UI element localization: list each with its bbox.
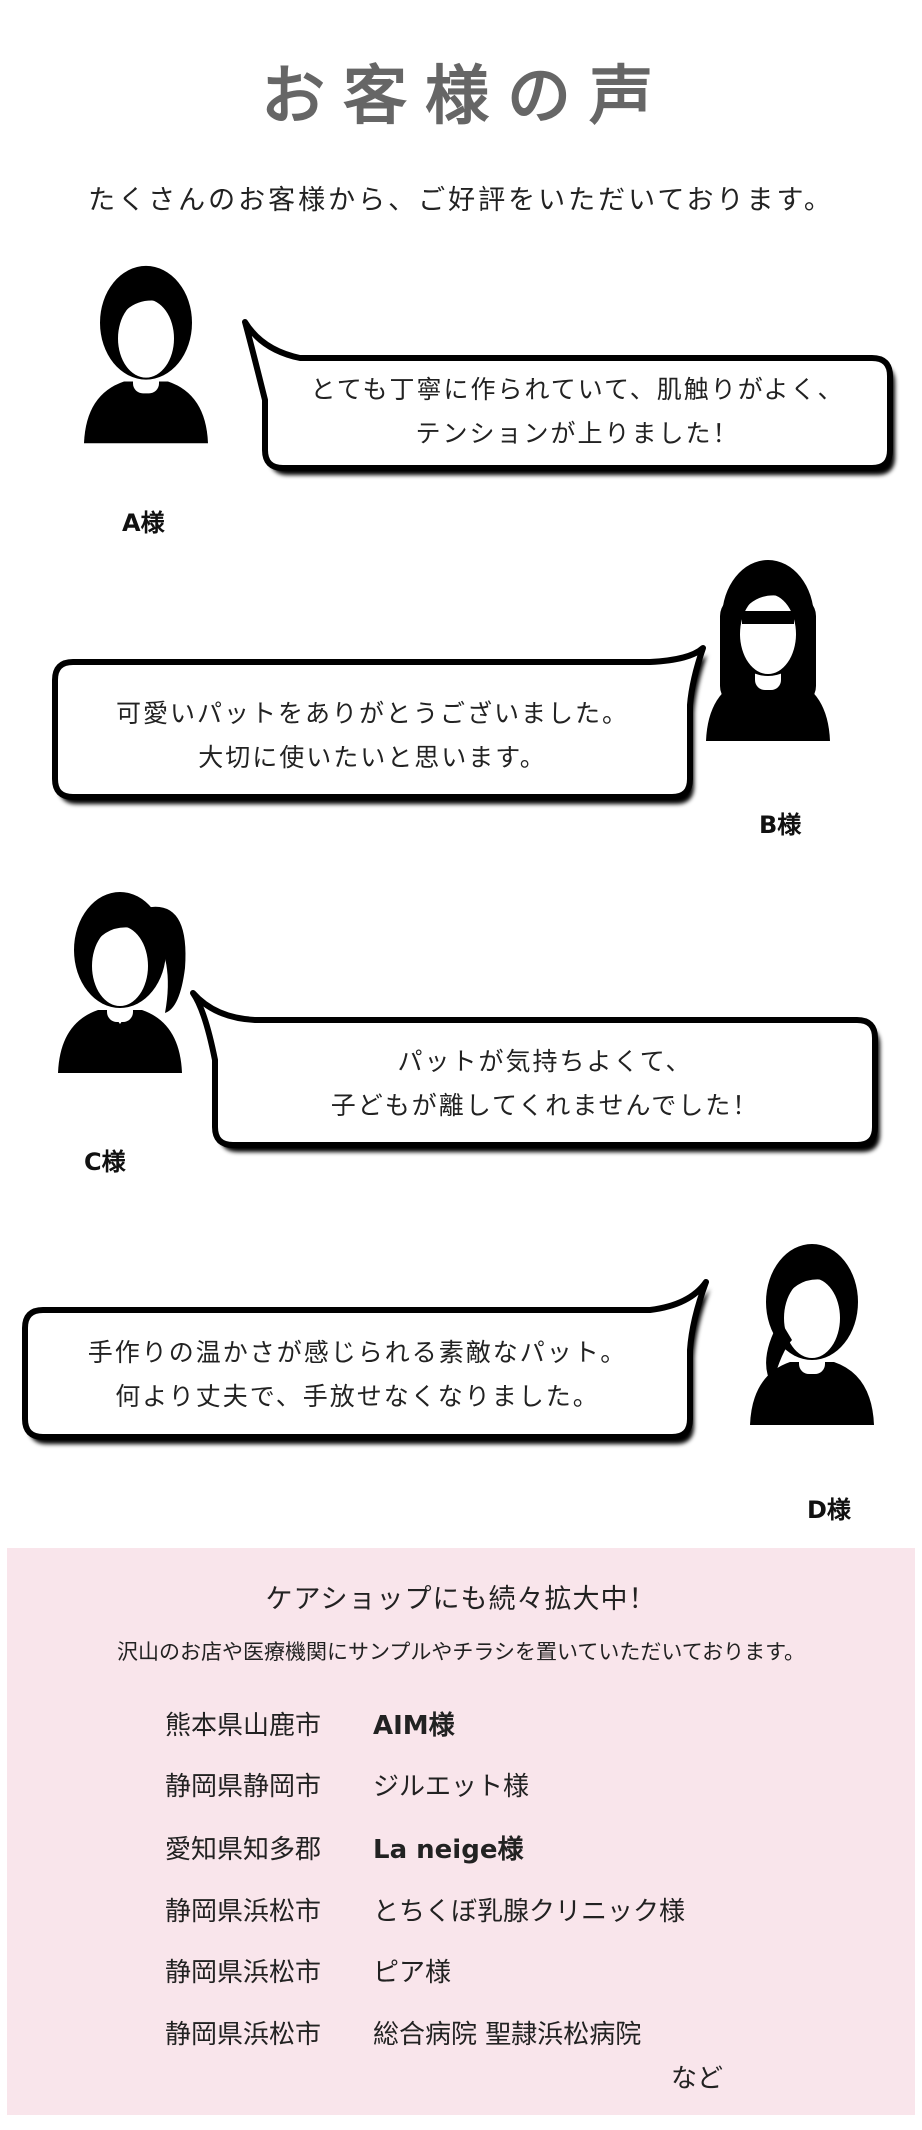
testimonial-d-text: 手作りの温かさが感じられる素敵なパット。 何より丈夫で、手放せなくなりました。 (25, 1331, 690, 1419)
shop-list-etc: など (671, 2064, 724, 2094)
shop-name: ピア様 (373, 1958, 452, 1988)
avatar-a-icon (84, 265, 208, 444)
testimonial-a-line-1: とても丁寧に作られていて、肌触りがよく、 (310, 375, 845, 404)
testimonial-c-line-2: 子どもが離してくれませんでした！ (330, 1091, 760, 1120)
testimonial-b-line-2: 大切に使いたいと思います。 (198, 743, 547, 772)
testimonial-d-line-2: 何より丈夫で、手放せなくなりました。 (115, 1382, 600, 1411)
testimonial-a-text: とても丁寧に作られていて、肌触りがよく、 テンションが上りました！ (265, 368, 890, 456)
speech-bubble-d (22, 1279, 710, 1444)
speech-bubble-b (52, 645, 707, 804)
shop-name: AIM様 (373, 1711, 455, 1741)
shop-area: 静岡県静岡市 (165, 1772, 322, 1802)
shop-name: 総合病院 聖隷浜松病院 (373, 2020, 642, 2050)
care-shop-section (7, 1548, 915, 2115)
speech-bubble-a (242, 319, 895, 475)
avatar-b-icon (706, 560, 830, 741)
testimonial-c-text: パットが気持ちよくて、 子どもが離してくれませんでした！ (215, 1040, 875, 1128)
shop-row: 静岡県浜松市 ピア様 (165, 1952, 451, 1989)
shop-area: 愛知県知多郡 (165, 1835, 322, 1865)
testimonial-d-line-1: 手作りの温かさが感じられる素敵なパット。 (87, 1338, 628, 1367)
avatar-c-icon (58, 892, 186, 1073)
shop-row: 熊本県山鹿市 AIM様 (165, 1705, 455, 1742)
customer-d-name: D様 (807, 1496, 851, 1524)
shop-area: 静岡県浜松市 (165, 1897, 322, 1927)
care-shop-description: 沢山のお店や医療機関にサンプルやチラシを置いていただいております。 (117, 1640, 805, 1664)
shop-row: 静岡県浜松市 とちくぼ乳腺クリニック様 (165, 1891, 685, 1928)
page-subtitle: たくさんのお客様から、ご好評をいただいております。 (88, 185, 834, 216)
page-title: お客様の声 (261, 60, 671, 134)
care-shop-heading: ケアショップにも続々拡大中！ (265, 1584, 657, 1615)
shop-row: 愛知県知多郡 La neige様 (165, 1829, 523, 1866)
shop-area: 熊本県山鹿市 (165, 1711, 322, 1741)
shop-name: とちくぼ乳腺クリニック様 (373, 1897, 686, 1927)
customer-a-name: A様 (122, 509, 165, 537)
shop-name: ジルエット様 (373, 1772, 530, 1802)
shop-area: 静岡県浜松市 (165, 2020, 322, 2050)
testimonial-a-line-2: テンションが上りました！ (415, 419, 740, 448)
testimonial-c-line-1: パットが気持ちよくて、 (397, 1047, 693, 1076)
testimonial-b-text: 可愛いパットをありがとうございました。 大切に使いたいと思います。 (55, 692, 690, 780)
testimonial-b-line-1: 可愛いパットをありがとうございました。 (115, 699, 629, 728)
shop-row: 静岡県静岡市 ジルエット様 (165, 1766, 529, 1803)
avatar-d-icon (750, 1244, 874, 1425)
speech-bubble-c (190, 990, 880, 1152)
customer-b-name: B様 (759, 811, 802, 839)
testimonial-artwork (22, 265, 895, 1444)
shop-area: 静岡県浜松市 (165, 1958, 322, 1988)
shop-name: La neige様 (373, 1835, 524, 1865)
shop-row: 静岡県浜松市 総合病院 聖隷浜松病院 (165, 2014, 641, 2051)
customer-c-name: C様 (84, 1148, 126, 1176)
